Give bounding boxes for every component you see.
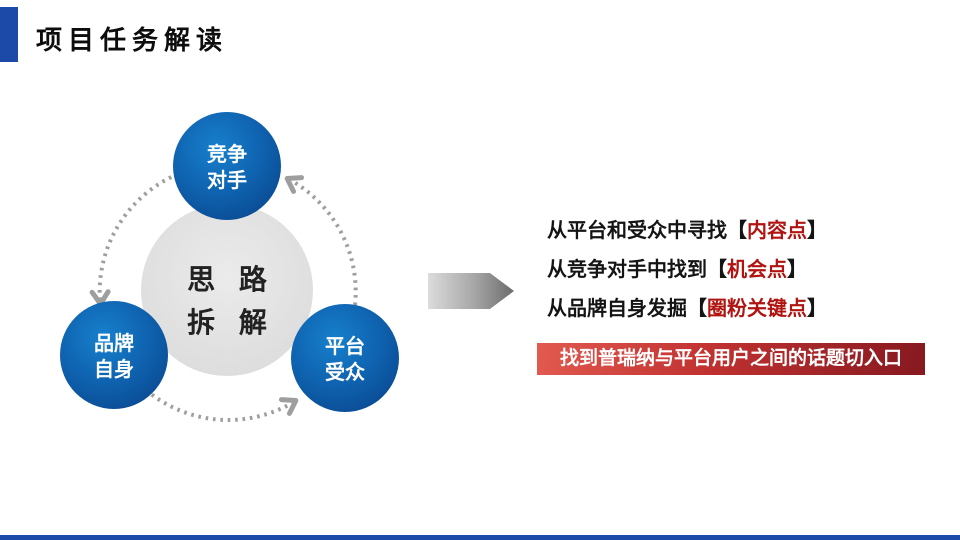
center-label-line2: 拆 解: [187, 307, 275, 338]
bracket-close: 】: [787, 259, 807, 281]
insight-keyword: 机会点: [727, 259, 787, 281]
insight-prefix: 从竞争对手中找到: [547, 259, 707, 281]
center-circle: [141, 204, 313, 376]
insight-line-content-point: 从平台和受众中寻找【内容点】: [547, 212, 827, 251]
insight-list: 从平台和受众中寻找【内容点】 从竞争对手中找到【机会点】 从品牌自身发掘【圈粉关…: [547, 212, 827, 329]
insight-prefix: 从品牌自身发掘: [547, 298, 687, 320]
node-competitors-line2: 对手: [207, 168, 247, 192]
center-node: 思 路 拆 解: [141, 204, 313, 376]
title-accent-bar: [0, 7, 18, 62]
node-competitors-circle: [173, 112, 281, 220]
insight-keyword: 圈粉关键点: [707, 298, 807, 320]
node-platform-audience: 平台 受众: [291, 304, 399, 412]
insight-keyword: 内容点: [747, 220, 807, 242]
arc-arrowhead-up-icon: [284, 175, 305, 194]
bracket-open: 【: [727, 220, 747, 242]
node-brand-line2: 自身: [94, 357, 134, 381]
insight-prefix: 从平台和受众中寻找: [547, 220, 727, 242]
conclusion-banner: 找到普瑞纳与平台用户之间的话题切入口: [537, 343, 925, 375]
node-brand: 品牌 自身: [60, 301, 168, 409]
bottom-accent-bar: [0, 535, 960, 540]
node-competitors-line1: 竞争: [207, 142, 247, 166]
bracket-close: 】: [807, 298, 827, 320]
insight-line-opportunity-point: 从竞争对手中找到【机会点】: [547, 251, 827, 290]
bracket-open: 【: [687, 298, 707, 320]
bracket-open: 【: [707, 259, 727, 281]
node-platform-audience-circle: [291, 304, 399, 412]
arc-arrowhead-right-icon: [278, 397, 299, 416]
node-brand-line1: 品牌: [94, 331, 134, 355]
node-platform-audience-line2: 受众: [325, 360, 365, 384]
node-competitors: 竞争 对手: [173, 112, 281, 220]
page-title: 项目任务解读: [36, 25, 229, 55]
insight-line-fan-key-point: 从品牌自身发掘【圈粉关键点】: [547, 290, 827, 329]
node-platform-audience-line1: 平台: [325, 334, 365, 358]
bracket-close: 】: [807, 220, 827, 242]
node-brand-circle: [60, 301, 168, 409]
center-label-line1: 思 路: [187, 264, 275, 295]
cycle-arc-bottom: [144, 388, 293, 422]
